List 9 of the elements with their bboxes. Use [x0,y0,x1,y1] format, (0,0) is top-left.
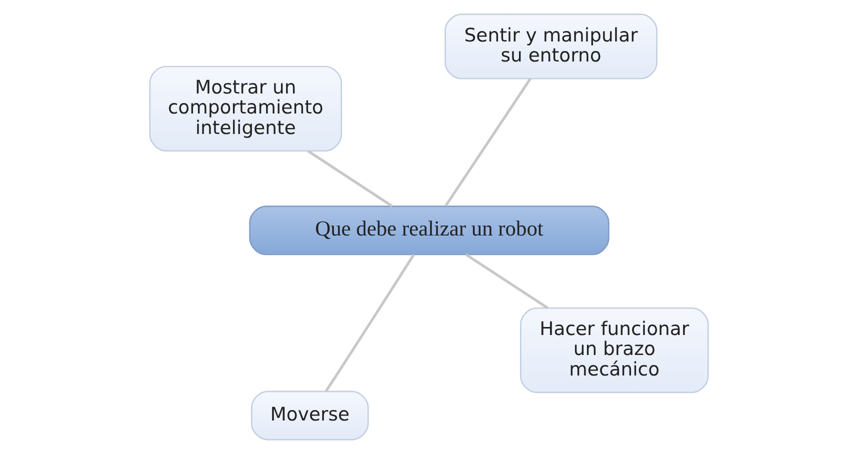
connector [307,149,393,207]
connector [465,252,548,309]
node-box: Sentir y manipular su entorno [444,13,658,79]
node-box: Moverse [250,390,369,440]
connector [444,77,532,206]
node-box: Hacer funcionar un brazo mecánico [520,306,709,393]
node-box: Mostrar un comportamiento inteligente [149,65,342,152]
connector [324,253,415,392]
node-box: Que debe realizar un robot [249,205,610,255]
